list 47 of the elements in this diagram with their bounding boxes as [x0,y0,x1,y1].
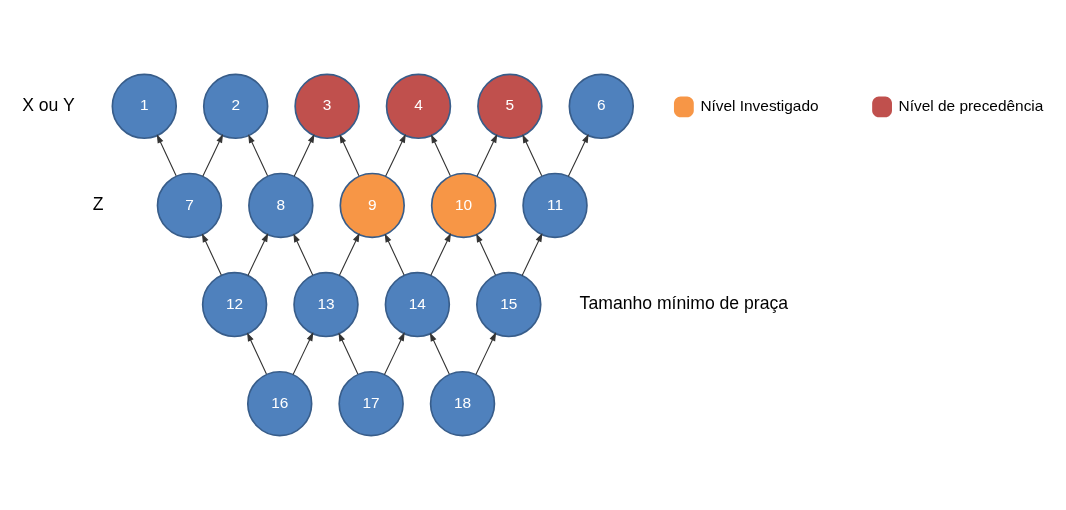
label: X ou Y [22,94,75,115]
legend-label: Nível Investigado [700,96,819,114]
arrow [292,332,314,376]
arrow [248,134,269,177]
node-circle: 1 [111,73,178,140]
node-circle: 4 [385,73,452,140]
label: Tamanho mínimo de praça [579,292,789,313]
node-circle: 7 [156,172,223,239]
arrow [247,233,269,276]
node-circle: 8 [248,172,314,239]
arrow [429,332,450,375]
node-circle: 18 [429,370,496,437]
label: Z [92,193,104,214]
node-circle: 2 [202,73,269,140]
arrow [522,134,543,177]
arrow [475,332,497,376]
node-circle: 3 [294,73,360,140]
node-circle: 11 [522,172,588,239]
node-circle: 17 [338,370,404,437]
node-circle: 5 [477,73,543,140]
arrow [156,134,177,177]
node-circle: 16 [246,370,313,437]
arrow [476,233,497,276]
arrow [384,233,405,276]
node-circle: 15 [476,271,542,338]
node-circle: 6 [568,73,635,140]
arrow [201,233,222,276]
arrow [430,233,451,276]
arrow [385,133,406,177]
arrow [338,332,359,375]
arrow [339,134,360,177]
arrow [202,133,224,177]
arrow [383,332,405,376]
arrow [247,332,267,375]
arrow [476,133,498,177]
arrow [338,233,360,276]
arrow [430,134,451,177]
node-circle: 14 [384,271,451,338]
node-circle: 10 [430,172,497,239]
legend-label: Nível de precedência [898,96,1044,114]
node-circle: 12 [201,271,268,338]
arrow [293,133,315,177]
arrow [293,233,314,276]
arrow [521,233,543,276]
arrow [567,133,589,177]
node-circle: 9 [339,172,405,239]
node-circle: 13 [293,271,359,338]
